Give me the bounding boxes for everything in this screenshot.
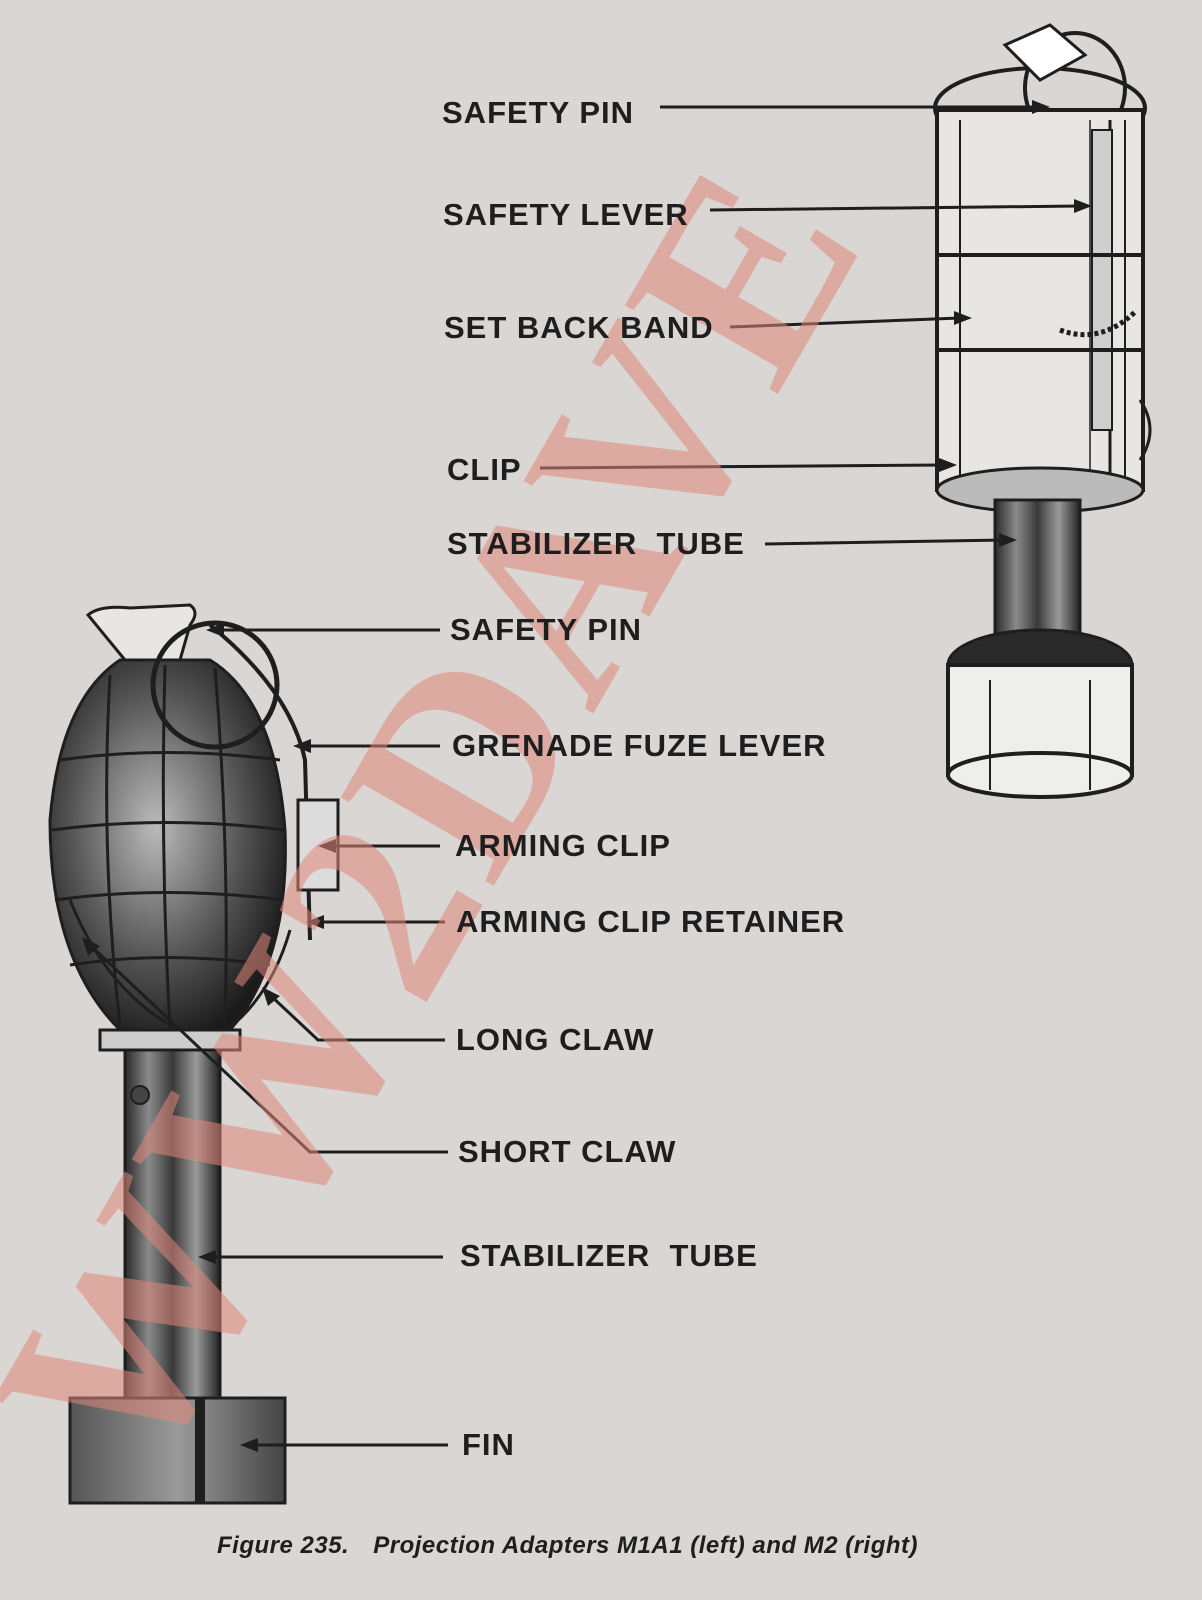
left-leader-lines [82,623,448,1452]
label-stabilizer-tube-m1a1: STABILIZER TUBE [460,1238,758,1273]
label-safety-lever: SAFETY LEVER [443,197,689,232]
label-arming-clip: ARMING CLIP [455,828,671,863]
label-long-claw: LONG CLAW [456,1022,655,1057]
right-leader-lines [539,100,1092,547]
figure-caption: Figure 235. Projection Adapters M1A1 (lef… [217,1532,918,1560]
label-safety-pin-m1a1: SAFETY PIN [450,612,643,647]
label-arming-clip-retainer: ARMING CLIP RETAINER [456,904,846,939]
label-fin: FIN [462,1427,515,1462]
figure-caption-text: Projection Adapters M1A1 (left) and M2 (… [373,1532,919,1559]
label-stabilizer-tube-m2: STABILIZER TUBE [447,526,745,561]
label-safety-pin-m2: SAFETY PIN [442,95,635,130]
label-set-back-band: SET BACK BAND [444,310,714,345]
figure-number: Figure 235. [217,1532,350,1559]
label-clip: CLIP [447,452,522,487]
label-short-claw: SHORT CLAW [458,1134,677,1169]
m2-adapter-illustration [933,23,1152,799]
label-grenade-fuze-lever: GRENADE FUZE LEVER [452,728,827,763]
m1a1-adapter-illustration [48,603,340,1505]
